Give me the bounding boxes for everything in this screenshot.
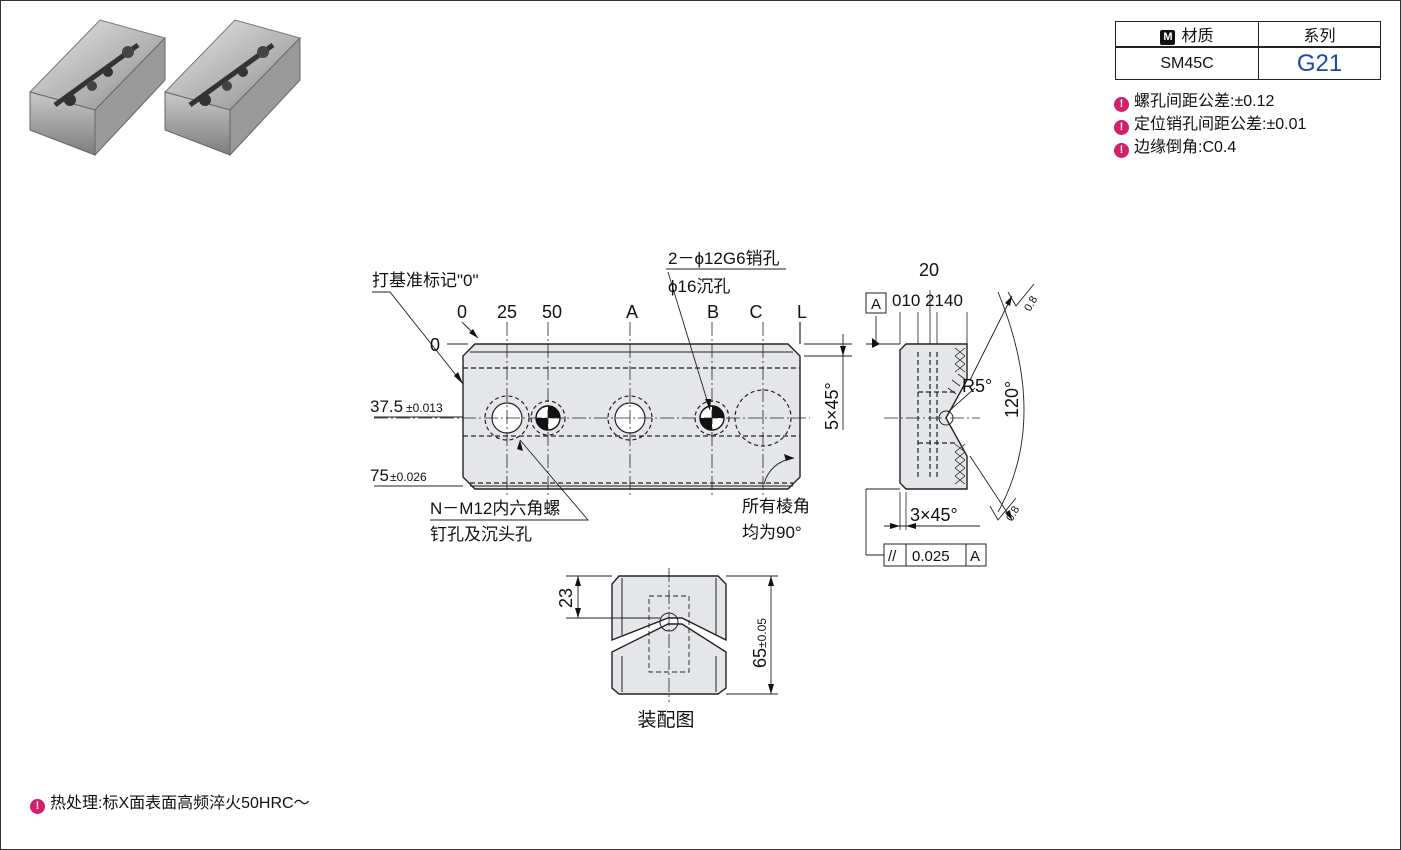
dim-37-tol: ±0.013 — [406, 401, 443, 415]
alert-icon: ! — [1114, 143, 1129, 158]
material-header: 材质 — [1181, 28, 1214, 45]
dim-75-tol: ±0.026 — [390, 470, 427, 484]
tolerance-datum: A — [970, 548, 980, 565]
datum-a-label: A — [871, 296, 881, 313]
dim-37-main: 37.5 — [370, 397, 403, 416]
alert-icon: ! — [1114, 97, 1129, 112]
left-zero-label: 0 — [430, 335, 440, 355]
chamfer-bottom-label: 3×45° — [910, 505, 958, 525]
angle-label: 120° — [1002, 381, 1022, 418]
edge-label-1: 所有棱角 — [742, 497, 810, 516]
top-label-c: C — [750, 302, 763, 322]
spec-table: M 材质 系列 SM45C G21 — [1115, 21, 1381, 80]
product-photo-1 — [29, 19, 166, 157]
side-top-dims: 010 2140 — [892, 291, 963, 310]
top-label-50: 50 — [542, 302, 562, 322]
series-header: 系列 — [1258, 21, 1381, 48]
alert-icon: ! — [30, 799, 45, 814]
dim-75-main: 75 — [370, 466, 389, 485]
top-label-a: A — [626, 302, 638, 322]
roughness-top-label: 0.8 — [1022, 294, 1040, 313]
alert-icon: ! — [1114, 120, 1129, 135]
pin-label-2: ϕ16沉孔 — [668, 277, 730, 296]
heat-treatment-text: 热处理:标X面表面高频淬火50HRC～ — [50, 795, 310, 812]
tolerance-symbol: // — [888, 548, 897, 565]
material-icon: M — [1160, 30, 1176, 45]
screw-label-1: N－M12内六角螺 — [430, 499, 560, 518]
radius-label: R5° — [962, 376, 992, 396]
note-2: ! 定位销孔间距公差:±0.01 — [1114, 114, 1306, 136]
chamfer-right-label: 5×45° — [822, 382, 842, 430]
top-label-25: 25 — [497, 302, 517, 322]
material-header-cell: M 材质 — [1115, 21, 1259, 48]
pin-mark-2 — [699, 405, 725, 431]
heat-treatment-note: ! 热处理:标X面表面高频淬火50HRC～ — [30, 793, 310, 815]
series-value: G21 — [1258, 46, 1381, 80]
mark-label: 打基准标记"0" — [372, 271, 479, 290]
note-1: ! 螺孔间距公差:±0.12 — [1114, 91, 1274, 113]
dim-65-tol: ±0.05 — [755, 618, 769, 648]
product-photo-2 — [164, 19, 301, 157]
top-label-0: 0 — [457, 302, 467, 322]
note-3: ! 边缘倒角:C0.4 — [1114, 137, 1236, 159]
side-view-block — [899, 343, 968, 490]
edge-label-2: 均为90° — [742, 523, 802, 542]
roughness-bottom-label: 0.8 — [1004, 504, 1022, 523]
top-label-b: B — [707, 302, 719, 322]
top-label-l: L — [797, 302, 807, 322]
pin-label-1: 2－ϕ12G6销孔 — [668, 249, 780, 268]
screw-label-2: 钉孔及沉头孔 — [430, 525, 532, 544]
tolerance-value: 0.025 — [912, 548, 950, 565]
note-text: 螺孔间距公差:±0.12 — [1134, 93, 1275, 110]
material-value: SM45C — [1115, 46, 1259, 80]
assembly-caption: 装配图 — [637, 709, 694, 731]
dim-20-label: 20 — [919, 260, 939, 280]
dim-65-main: 65 — [750, 648, 770, 668]
note-text: 边缘倒角:C0.4 — [1134, 139, 1237, 156]
dim-23-label: 23 — [556, 588, 576, 608]
note-text: 定位销孔间距公差:±0.01 — [1134, 116, 1307, 133]
